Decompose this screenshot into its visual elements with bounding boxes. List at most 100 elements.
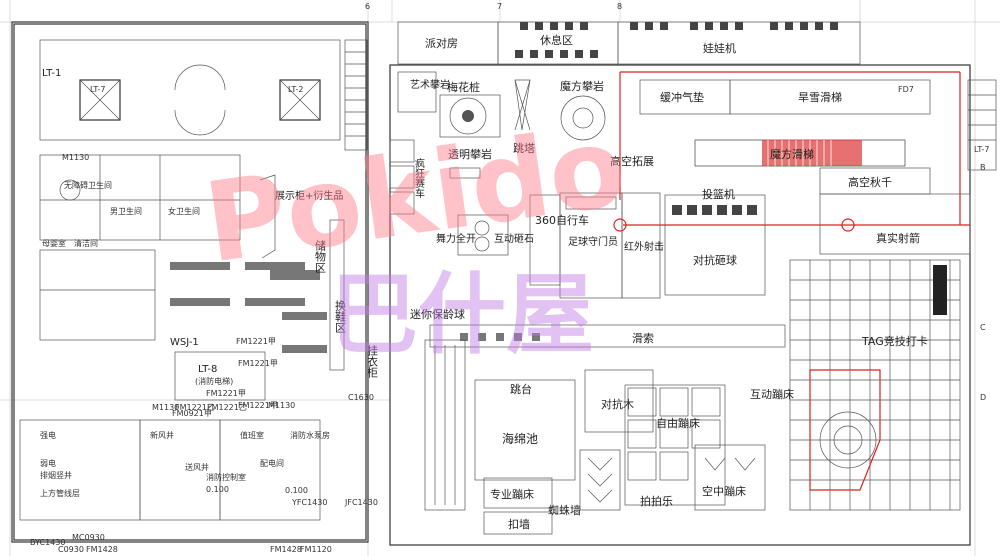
zone-art-climb: 艺术攀岩: [410, 78, 450, 91]
zone-buffer-mat: 缓冲气垫: [660, 90, 704, 104]
lift-1-label: LT-1: [42, 68, 61, 79]
zone-crazy-race: 疯狂赛车: [413, 157, 425, 199]
room-label: 送风井: [185, 462, 209, 472]
grid-mark: 8: [617, 2, 622, 11]
zone-vs-wood: 对抗木: [601, 397, 634, 411]
room-label: 强电: [40, 430, 56, 440]
zone-bike-360: 360自行车: [535, 213, 589, 227]
door-code: FM1221甲: [206, 389, 246, 398]
door-code: C0930: [58, 545, 84, 554]
zone-claw-machine: 娃娃机: [703, 41, 736, 55]
left-wing: LT-1 LT-7 LT-2 M1130 无障碍卫生间 男卫生间 女卫生间 母婴…: [11, 21, 379, 554]
zone-rest-area: 休息区: [540, 33, 573, 47]
room-label: 消防水泵房: [290, 430, 330, 440]
room-label: 弱电: [40, 458, 56, 468]
zone-jump-board: 跳台: [510, 382, 532, 396]
door-code: FM1221甲: [238, 401, 278, 410]
zone-interactive-smash: 互动砸石: [494, 233, 534, 245]
door-code: M1130: [268, 401, 295, 410]
zone-pitching: 投篮机: [702, 187, 735, 201]
door-code: M1130: [62, 153, 89, 162]
door-code: FM1221甲: [236, 337, 276, 346]
grid-marks: 6 7 8 B C D: [365, 2, 986, 402]
grid-mark: C: [980, 323, 986, 332]
zone-tag-checkin: TAG竞技打卡: [861, 334, 928, 348]
rest-seats: [515, 50, 598, 58]
zone-sponge-pool: 海绵池: [502, 431, 538, 446]
value-label: 0.100: [206, 485, 229, 494]
door-code: FM1428: [86, 545, 118, 554]
brand-watermark: Pokido 巴什屋: [198, 102, 633, 366]
zone-zipline: 滑索: [632, 331, 654, 345]
room-label: 值班室: [240, 430, 264, 440]
zone-high-swing: 高空秋千: [848, 175, 892, 189]
storage-area: 储物区: [314, 239, 327, 273]
zone-magic-ladder: 魔方滑梯: [770, 147, 814, 161]
room-label: 排烟竖井: [40, 470, 72, 480]
grid-mark: D: [980, 393, 986, 402]
grid-mark: 7: [497, 2, 502, 11]
grid-mark: 6: [365, 2, 370, 11]
lift-8-label: LT-8: [198, 364, 217, 375]
door-code: MC0930: [72, 533, 105, 542]
pitch-units: [672, 205, 757, 215]
shoe-change-area: 换鞋区: [334, 299, 347, 333]
display-counter: 展示柜+衍生品: [275, 189, 343, 202]
rigging-lines: [613, 71, 970, 232]
lift-8-sub: (消防电梯): [195, 376, 233, 386]
zone-high-expand: 高空拓展: [610, 154, 654, 168]
room-label: 母婴室: [42, 238, 66, 248]
value-label: 0.100: [285, 486, 308, 495]
zone-magic-climb: 魔方攀岩: [560, 79, 604, 93]
zone-jump-tower: 跳塔: [513, 141, 535, 155]
zone-vs-basketball: 对抗砸球: [693, 253, 737, 267]
zone-real-archery: 真实射箭: [876, 231, 920, 245]
claw-units: [520, 22, 838, 30]
zone-dry-snow-slide: 旱雪滑梯: [798, 91, 842, 104]
lift-small-label-2: LT-2: [288, 85, 303, 94]
door-code-right: FD7: [898, 85, 914, 94]
room-label: 上方管线层: [40, 488, 80, 498]
watermark-latin: Pokido: [198, 102, 633, 287]
zone-dance-power: 舞力全开: [436, 232, 476, 245]
door-code: BYC1430: [30, 538, 65, 547]
room-label: 无障碍卫生间: [64, 180, 112, 190]
door-code: FM1221乙: [175, 403, 215, 412]
watermark-cjk: 巴什屋: [330, 263, 594, 366]
door-code: FM1120: [300, 545, 332, 554]
zone-free-tramp: 自由蹦床: [656, 416, 700, 430]
zone-plum-piles: 梅花桩: [447, 80, 480, 94]
door-code: FM1428: [270, 545, 302, 554]
zone-goalkeeper: 足球守门员: [568, 235, 618, 248]
room-label: 女卫生间: [168, 206, 200, 216]
zipline-track: [460, 333, 540, 341]
grid-mark: B: [980, 163, 986, 172]
room-label: 男卫生间: [110, 206, 142, 216]
zone-beat-it: 拍拍乐: [640, 494, 673, 508]
zone-pro-tramp: 专业蹦床: [490, 487, 534, 501]
wsj-label: WSJ-1: [170, 337, 199, 348]
zone-slam-wall: 扣墙: [508, 517, 530, 531]
zone-infrared-shoot: 红外射击: [624, 240, 664, 253]
door-code: YFC1430: [291, 498, 327, 507]
zone-spider-wall: 蜘蛛墙: [548, 503, 581, 517]
zone-party-room: 派对房: [425, 36, 458, 50]
door-code: C1630: [348, 393, 374, 402]
stair-label-right: LT-7: [974, 145, 989, 154]
room-label: 配电间: [260, 458, 284, 468]
main-hall: 派对房 休息区 娃娃机 艺术攀岩 梅花桩 跳塔: [389, 21, 971, 546]
door-code: FM0921甲: [172, 409, 212, 418]
zone-mini-bowling: 迷你保龄球: [410, 307, 465, 321]
zone-clear-climb: 透明攀岩: [448, 147, 492, 161]
room-label: 消防控制室: [206, 472, 246, 482]
door-code: JFC1430: [344, 498, 378, 507]
door-code: M1130: [152, 403, 179, 412]
coat-hang-area: 挂衣柜: [366, 344, 379, 379]
door-code: FM1221甲: [238, 359, 278, 368]
room-label: 新风井: [150, 430, 174, 440]
room-label: 清洁间: [74, 238, 98, 248]
lift-small-label: LT-7: [90, 85, 105, 94]
right-stair: [967, 79, 997, 171]
zone-sky-tramp: 空中蹦床: [702, 484, 746, 498]
shelving-rows: [170, 262, 327, 353]
